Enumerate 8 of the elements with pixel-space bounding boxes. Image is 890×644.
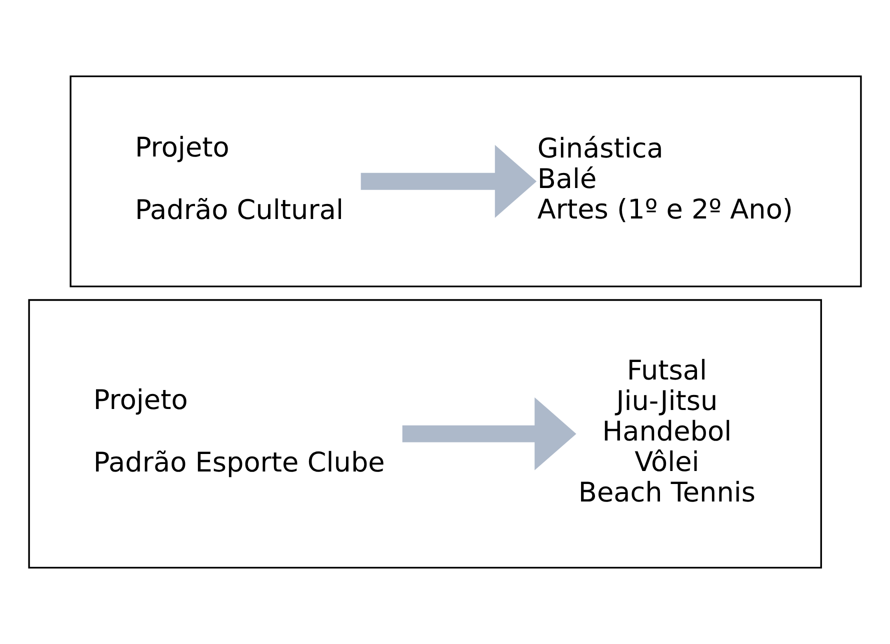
cluster [70, 75, 862, 288]
node-text: Projeto Padrão Cultural [134, 132, 344, 226]
arrow [402, 397, 576, 470]
node-text: Ginástica Balé Artes (1º e 2º Ano) [537, 133, 793, 226]
cluster [28, 299, 822, 569]
node-text: Futsal Jiu-Jitsu Handebol Vôlei Beach Tennis [578, 355, 756, 508]
arrow [360, 144, 537, 218]
node-text: Projeto Padrão Esporte Clube [93, 384, 385, 479]
